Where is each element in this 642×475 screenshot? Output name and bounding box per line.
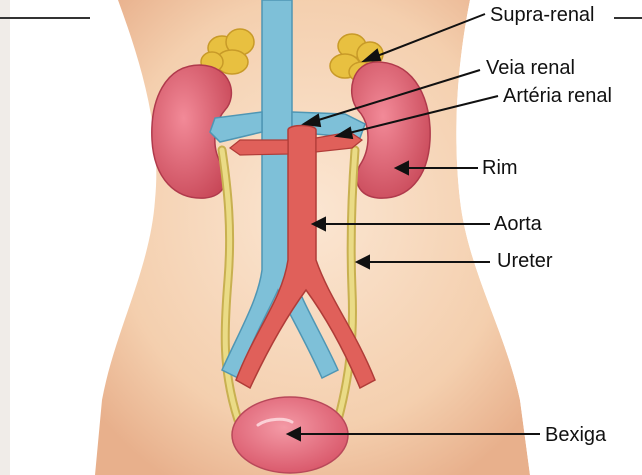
- label-aorta: Aorta: [494, 214, 542, 234]
- label-ureter: Ureter: [497, 251, 553, 271]
- label-arteria-renal: Artéria renal: [503, 86, 612, 106]
- label-bexiga: Bexiga: [545, 425, 606, 445]
- label-supra-renal: Supra-renal: [490, 5, 595, 25]
- label-veia-renal: Veia renal: [486, 58, 575, 78]
- renal-artery-left: [230, 140, 288, 155]
- frame-left-bar: [0, 0, 10, 475]
- label-rim: Rim: [482, 158, 518, 178]
